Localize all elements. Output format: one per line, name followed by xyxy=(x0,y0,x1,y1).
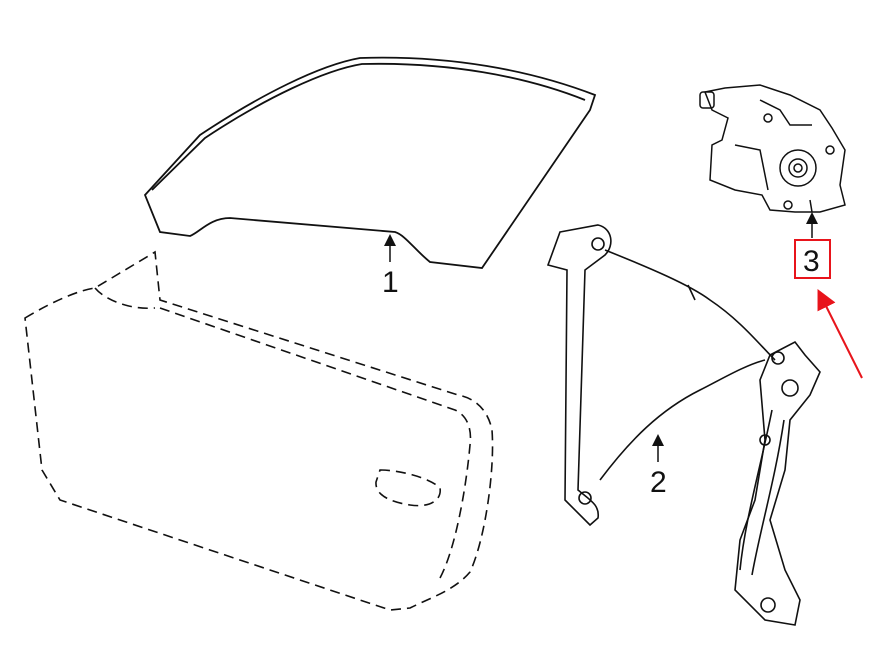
callout-2: 2 xyxy=(650,434,667,499)
window-motor xyxy=(699,84,846,213)
callout-2-label: 2 xyxy=(650,466,667,499)
callout-3-box xyxy=(794,239,831,279)
callout-1-label: 1 xyxy=(382,266,399,299)
callout-3[interactable]: 3 xyxy=(794,212,831,279)
window-glass xyxy=(143,56,597,269)
callout-3-label: 3 xyxy=(803,245,820,278)
door-outline xyxy=(24,250,494,611)
pointer-arrow xyxy=(817,289,863,379)
callout-1: 1 xyxy=(382,234,399,299)
window-regulator xyxy=(546,224,821,626)
